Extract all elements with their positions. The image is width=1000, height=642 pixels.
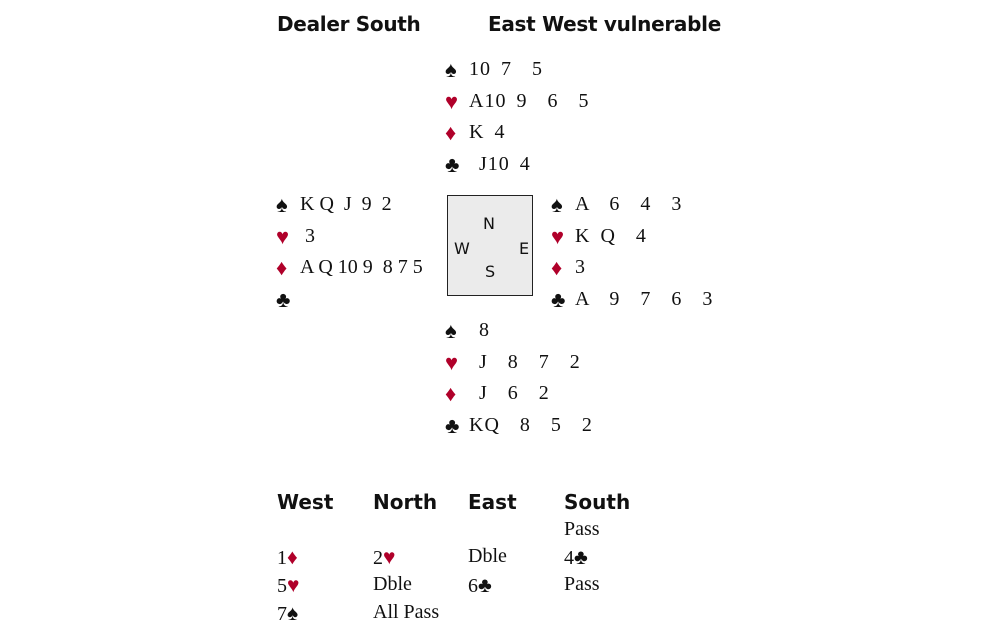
cards: 3 — [300, 224, 315, 247]
auction-header-north: North — [373, 490, 438, 514]
west-spade-holding: ♠ K Q J 9 2 — [276, 189, 423, 221]
cards: KQ 8 5 2 — [469, 413, 593, 436]
spade-icon: ♠ — [445, 57, 457, 82]
heart-icon: ♥ — [287, 573, 300, 597]
south-hand: ♠ 8♥ J 8 7 2♦ J 6 2♣KQ 8 5 2 — [445, 315, 593, 441]
auction-bid: 5♥ — [277, 573, 299, 598]
bid-text: Pass — [564, 518, 600, 540]
south-club-holding: ♣ KQ 8 5 2 — [445, 410, 593, 442]
spade-icon: ♠ — [287, 601, 299, 625]
spade-icon: ♠ — [551, 192, 563, 217]
west-hand: ♠K Q J 9 2♥ 3♦A Q 10 9 8 7 5♣ — [276, 189, 423, 315]
auction-bid: Pass — [564, 573, 600, 596]
vulnerability-label: East West vulnerable — [488, 12, 721, 36]
bid-text: Pass — [564, 573, 600, 595]
cards: J 8 7 2 — [469, 350, 581, 373]
cards: A 6 4 3 — [575, 193, 683, 215]
compass-north: N — [483, 214, 495, 233]
heart-icon: ♥ — [445, 88, 459, 114]
bid-text: 4 — [564, 547, 574, 569]
north-club-holding: ♣ J10 4 — [445, 149, 589, 181]
east-heart-holding: ♥ K Q 4 — [551, 221, 713, 253]
west-diamond-holding: ♦ A Q 10 9 8 7 5 — [276, 252, 423, 284]
cards: J10 4 — [469, 152, 531, 175]
cards: 3 — [575, 256, 586, 278]
compass-south: S — [485, 262, 496, 281]
heart-icon: ♥ — [383, 545, 396, 569]
bid-text: 7 — [277, 603, 287, 625]
auction-bid: 7♠ — [277, 601, 298, 626]
east-diamond-holding: ♦3 — [551, 252, 713, 284]
cards: A10 9 6 5 — [469, 89, 590, 112]
north-hand: ♠ 10 7 5 ♥ A10 9 6 5 ♦ K 4 ♣ J10 4 — [445, 54, 589, 180]
auction-bid: 2♥ — [373, 545, 395, 570]
spade-icon: ♠ — [276, 192, 288, 217]
heart-icon: ♥ — [445, 349, 459, 375]
bid-text: 5 — [277, 575, 287, 597]
east-hand: ♠A 6 4 3♥K Q 4♦3♣A 9 7 6 3 — [551, 189, 713, 315]
auction-bid: 6♣ — [468, 573, 492, 598]
auction-header-south: South — [564, 490, 631, 514]
club-icon: ♣ — [445, 412, 460, 438]
cards: 10 7 5 — [469, 58, 543, 80]
bid-text: 1 — [277, 547, 287, 569]
south-diamond-holding: ♦ J 6 2 — [445, 378, 593, 410]
cards: K Q 4 — [575, 224, 647, 247]
south-spade-holding: ♠ 8 — [445, 315, 593, 347]
diamond-icon: ♦ — [276, 255, 288, 280]
club-icon: ♣ — [574, 545, 588, 569]
east-spade-holding: ♠ A 6 4 3 — [551, 189, 713, 221]
compass-east: E — [519, 239, 530, 258]
north-spade-holding: ♠ 10 7 5 — [445, 54, 589, 86]
diamond-icon: ♦ — [445, 381, 457, 406]
bid-text: Dble — [468, 545, 507, 567]
heart-icon: ♥ — [551, 223, 565, 249]
north-diamond-holding: ♦ K 4 — [445, 117, 589, 149]
auction-bid: 4♣ — [564, 545, 588, 570]
heart-icon: ♥ — [276, 223, 290, 249]
cards: A Q 10 9 8 7 5 — [300, 256, 423, 278]
west-heart-holding: ♥ 3 — [276, 221, 423, 253]
bid-text: 2 — [373, 547, 383, 569]
bid-text: 6 — [468, 575, 478, 597]
diamond-icon: ♦ — [287, 545, 298, 569]
compass-west: W — [454, 239, 470, 258]
cards: K 4 — [469, 121, 506, 143]
south-heart-holding: ♥ J 8 7 2 — [445, 347, 593, 379]
auction-header-east: East — [468, 490, 517, 514]
auction-bid: Dble — [373, 573, 412, 596]
auction-bid: Pass — [564, 518, 600, 541]
diamond-icon: ♦ — [445, 120, 457, 145]
spade-icon: ♠ — [445, 318, 457, 343]
auction-bid: Dble — [468, 545, 507, 568]
compass-box: N W E S — [447, 195, 533, 296]
cards: A 9 7 6 3 — [575, 287, 714, 310]
auction-bid: 1♦ — [277, 545, 298, 570]
cards: 8 — [469, 319, 490, 341]
diamond-icon: ♦ — [551, 255, 563, 280]
cards: K Q J 9 2 — [300, 193, 392, 215]
north-heart-holding: ♥ A10 9 6 5 — [445, 86, 589, 118]
auction-header-west: West — [277, 490, 334, 514]
club-icon: ♣ — [276, 286, 291, 312]
auction-bid: All Pass — [373, 601, 439, 624]
club-icon: ♣ — [551, 286, 566, 312]
club-icon: ♣ — [478, 573, 492, 597]
bid-text: All Pass — [373, 601, 440, 623]
bid-text: Dble — [373, 573, 412, 595]
east-club-holding: ♣ A 9 7 6 3 — [551, 284, 713, 316]
cards: J 6 2 — [469, 382, 550, 404]
west-club-holding: ♣ — [276, 284, 423, 316]
club-icon: ♣ — [445, 151, 460, 177]
dealer-label: Dealer South — [277, 12, 421, 36]
